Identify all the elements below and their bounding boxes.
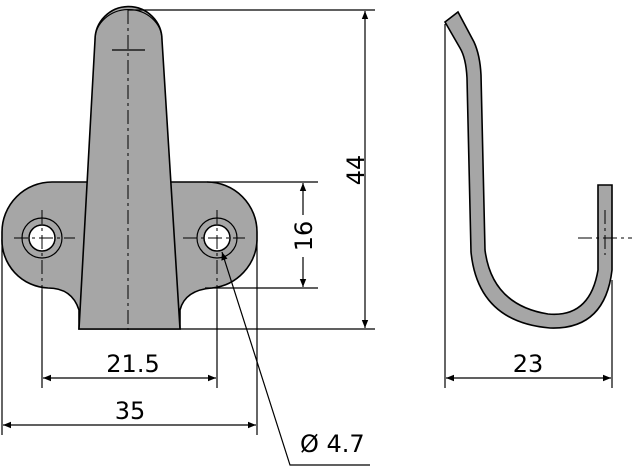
- hook-profile: [443, 10, 613, 329]
- dim-height-total: 44: [342, 155, 370, 186]
- dim-hole-diameter: Ø 4.7: [300, 430, 365, 458]
- extension-lines: [1, 9, 375, 435]
- dim-hook-depth: 23: [513, 350, 544, 378]
- hook-body: [78, 5, 181, 330]
- dim-flange-width: 35: [115, 397, 146, 425]
- dim-flange-height: 16: [290, 221, 318, 252]
- side-view: [443, 10, 632, 329]
- dim-hole-spacing: 21.5: [106, 350, 159, 378]
- front-view: [1, 5, 258, 330]
